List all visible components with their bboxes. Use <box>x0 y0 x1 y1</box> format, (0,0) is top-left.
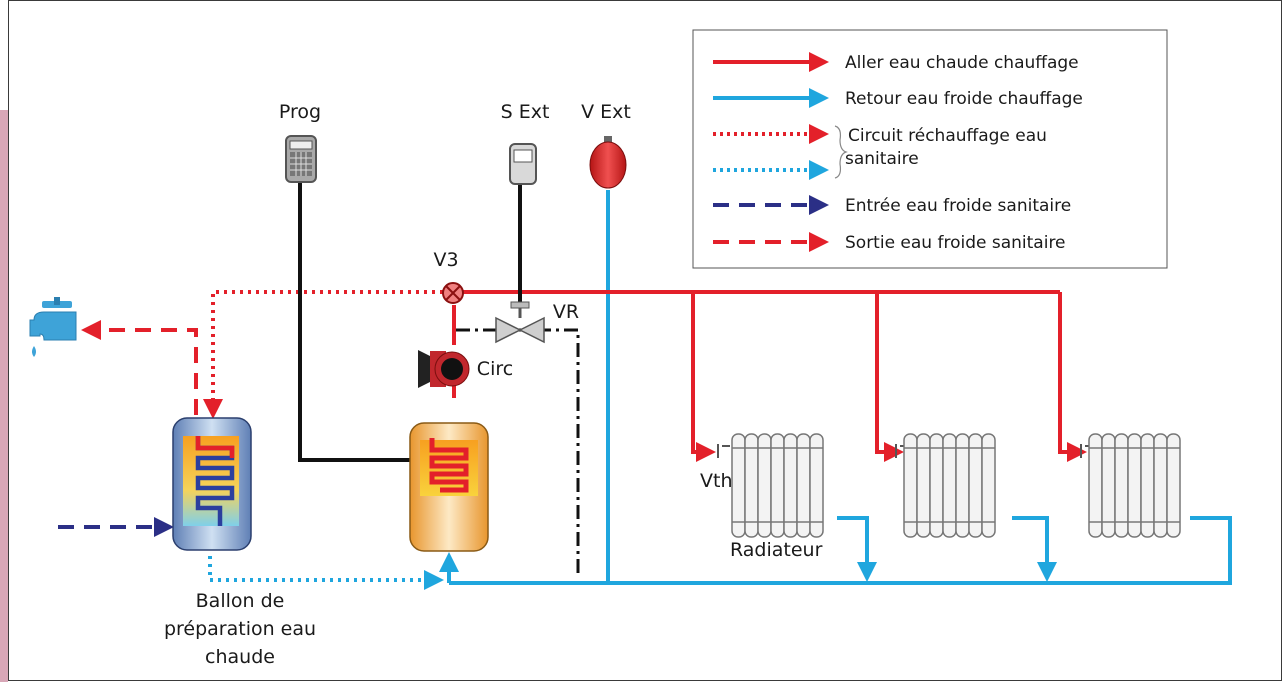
dhw-heating-circuit-return <box>208 556 444 590</box>
legend-text-cold-inlet: Entrée eau froide sanitaire <box>845 196 1071 216</box>
legend-text-dhw-outlet: Sortie eau froide sanitaire <box>845 233 1066 253</box>
label-v3: V3 <box>433 249 458 271</box>
return-pipes <box>439 190 1232 585</box>
legend: Aller eau chaude chauffage Retour eau fr… <box>692 29 1168 269</box>
programmer-icon <box>285 135 317 183</box>
page-sidebar-strip <box>0 110 8 682</box>
label-ballon-line2: préparation eau <box>164 618 316 640</box>
prog-wire <box>298 180 410 462</box>
dhw-outlet-pipe <box>81 320 198 415</box>
legend-text-dhw-line2: sanitaire <box>845 149 919 169</box>
boiler-icon <box>409 422 489 552</box>
expansion-vessel-icon <box>589 136 627 189</box>
label-ballon-line1: Ballon de <box>196 590 285 612</box>
radiator-2-icon <box>895 433 996 538</box>
regulating-valve-icon <box>495 301 545 344</box>
label-s-ext: S Ext <box>501 101 550 123</box>
legend-text-dhw-line1: Circuit réchauffage eau <box>848 126 1047 146</box>
supply-pipes <box>452 290 1087 462</box>
label-radiateur: Radiateur <box>730 539 823 561</box>
diagram-frame <box>8 0 1282 681</box>
label-vth: Vth <box>700 470 733 492</box>
label-ballon-line3: chaude <box>205 646 275 668</box>
label-vr: VR <box>553 301 579 323</box>
circulator-pump-icon <box>418 350 470 388</box>
label-circ: Circ <box>477 358 513 380</box>
legend-text-cold-return: Retour eau froide chauffage <box>845 89 1083 109</box>
outdoor-sensor-icon <box>509 143 537 185</box>
radiator-3-icon <box>1080 433 1181 538</box>
legend-brace <box>834 125 848 179</box>
tap-icon <box>29 297 77 357</box>
dhw-tank-icon <box>172 417 252 551</box>
label-prog: Prog <box>279 101 321 123</box>
three-way-valve-icon <box>442 282 464 304</box>
dhw-heating-circuit-hot <box>203 290 443 419</box>
label-v-ext: V Ext <box>581 101 631 123</box>
radiator-1-icon <box>717 433 824 538</box>
legend-text-hot-supply: Aller eau chaude chauffage <box>845 53 1079 73</box>
